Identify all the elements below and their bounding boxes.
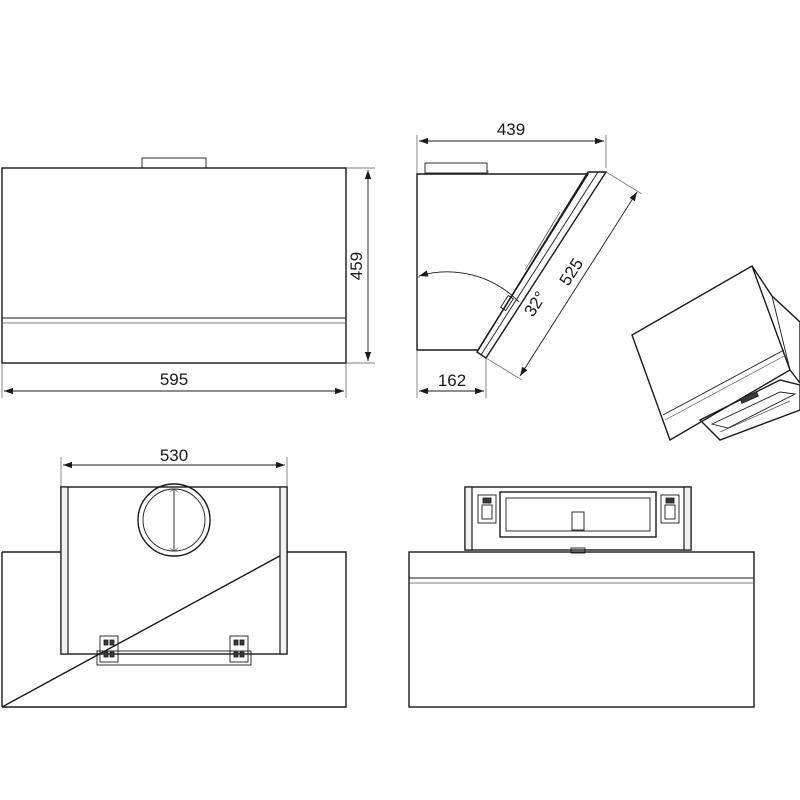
angle-arc: [418, 270, 520, 303]
hinge-right: [229, 635, 249, 663]
iso-body-side: [751, 265, 800, 385]
dim-label-162: 162: [438, 371, 466, 390]
rear-right-bracket: [279, 486, 288, 655]
side-body: [416, 173, 590, 351]
bottom-glass-panel: [408, 551, 755, 708]
dim-label-525: 525: [556, 255, 587, 289]
filter-grille: [499, 491, 657, 538]
front-top-vent: [141, 157, 207, 169]
latch-right: [660, 494, 680, 524]
bottom-control-tab: [571, 511, 585, 531]
hinge-left: [99, 635, 119, 663]
front-view: 459 595: [1, 157, 375, 398]
dim-label-530: 530: [160, 446, 188, 465]
latch-left: [477, 494, 497, 524]
rear-left-bracket: [60, 486, 69, 655]
dim-label-595: 595: [160, 370, 188, 389]
dim-label-angle: 32°: [520, 288, 550, 320]
duct-outlet: [137, 483, 211, 557]
iso-extractor-tray: [698, 379, 800, 441]
rear-view: 530: [1, 446, 347, 708]
side-view: 439 32° 525 162: [416, 120, 643, 398]
rear-glass-panel: [1, 551, 347, 708]
bottom-unit-housing: [464, 486, 692, 551]
side-top-vent: [424, 162, 488, 174]
dim-label-439: 439: [497, 120, 525, 139]
bottom-view: [408, 486, 755, 708]
rear-bottom-rail: [96, 650, 252, 666]
dim-line-525: [519, 191, 638, 377]
dim-label-459: 459: [347, 252, 366, 280]
front-panel: [1, 167, 347, 364]
isometric-view: [631, 264, 800, 442]
